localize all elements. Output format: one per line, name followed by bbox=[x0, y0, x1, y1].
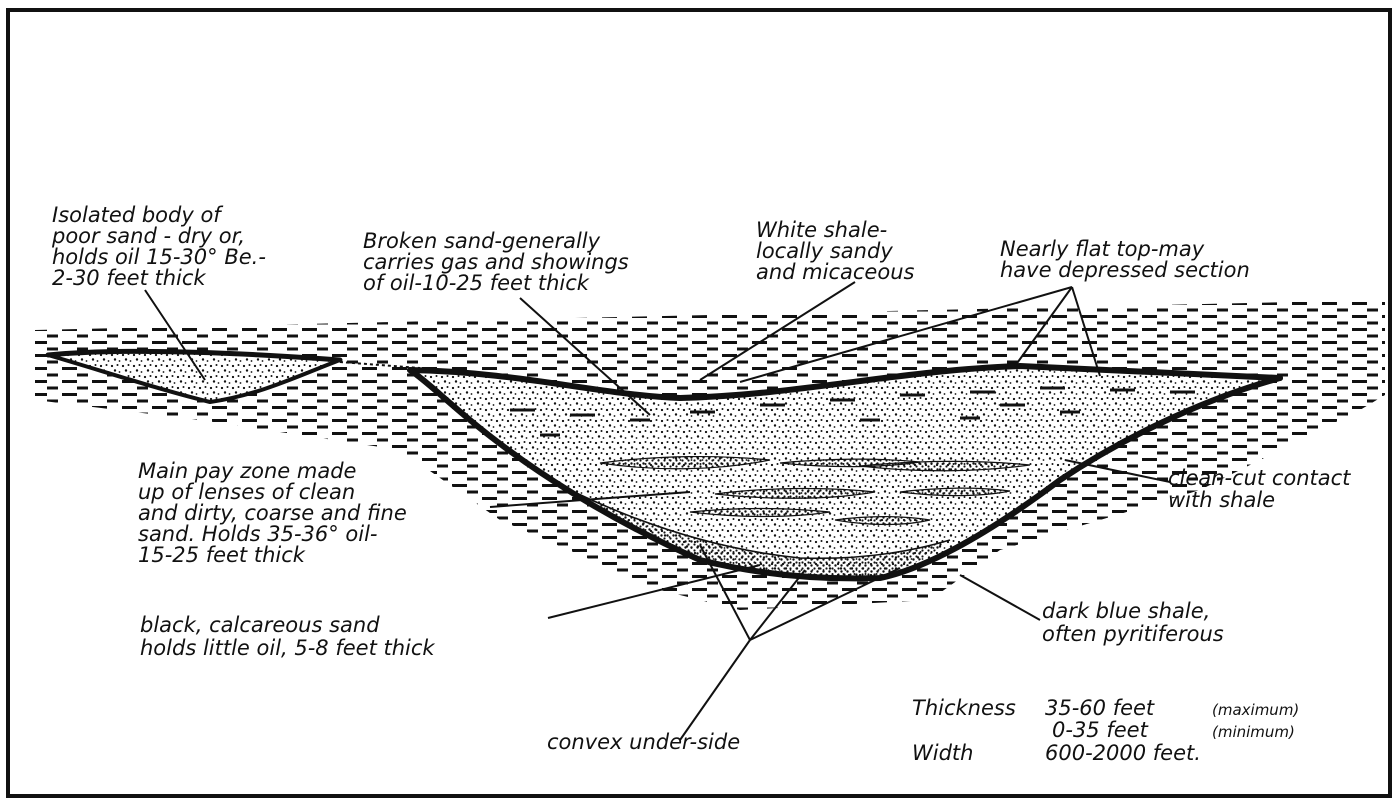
sand-lens-3 bbox=[859, 460, 1031, 472]
label-black-sand-line: black, calcareous sand bbox=[140, 613, 380, 637]
thickness-min-note: (minimum) bbox=[1212, 723, 1295, 741]
sand-lens-1 bbox=[599, 455, 771, 470]
leader-flat-top-2 bbox=[1014, 286, 1073, 367]
label-main-pay-line: and dirty, coarse and fine bbox=[138, 501, 407, 525]
broken-sand-dashes bbox=[510, 386, 1195, 437]
label-isolated-body: Isolated body of poor sand - dry or, hol… bbox=[51, 203, 273, 290]
label-broken-sand-line: carries gas and showings bbox=[363, 250, 629, 274]
sand-lens-7 bbox=[834, 516, 931, 526]
label-main-pay-line: Main pay zone made bbox=[138, 459, 356, 483]
thickness-label: Thickness bbox=[912, 696, 1016, 720]
sand-lens-5 bbox=[899, 487, 1011, 497]
label-isolated-body-line: Isolated body of bbox=[52, 203, 224, 227]
label-black-sand-line: holds little oil, 5-8 feet thick bbox=[140, 636, 435, 660]
leader-clean-cut bbox=[1064, 459, 1171, 483]
isolated-sand-fill bbox=[48, 351, 340, 402]
label-broken-sand-line: of oil-10-25 feet thick bbox=[363, 271, 590, 295]
label-flat-top: Nearly flat top-may have depressed secti… bbox=[1000, 237, 1250, 282]
label-isolated-body-line: holds oil 15-30° Be.- bbox=[52, 245, 266, 269]
leader-convex-2 bbox=[749, 569, 806, 641]
label-broken-sand-line: Broken sand-generally bbox=[363, 229, 601, 253]
leader-main-pay bbox=[489, 491, 691, 508]
label-dark-blue-line: dark blue shale, bbox=[1042, 599, 1210, 623]
isolated-sand-outline bbox=[45, 348, 343, 363]
lens-base-outline bbox=[407, 367, 1283, 582]
leader-white-shale bbox=[699, 281, 856, 381]
width-label: Width bbox=[912, 741, 973, 765]
label-clean-cut-line: clean-cut contact bbox=[1168, 466, 1351, 490]
label-clean-cut: clean-cut contact with shale bbox=[1168, 466, 1357, 512]
leader-isolated-body bbox=[144, 289, 206, 381]
isolated-sand-base bbox=[46, 353, 342, 404]
lens-top-outline bbox=[407, 363, 1283, 401]
label-isolated-body-line: poor sand - dry or, bbox=[51, 224, 245, 248]
leader-convex-1 bbox=[699, 544, 751, 641]
label-dark-blue: dark blue shale, often pyritiferous bbox=[1042, 599, 1224, 646]
pay-zone-lenses bbox=[599, 455, 1031, 526]
leader-flat-top-3 bbox=[1071, 286, 1101, 377]
label-broken-sand: Broken sand-generally carries gas and sh… bbox=[363, 229, 635, 295]
main-sand-lens-dots bbox=[410, 366, 1280, 579]
leader-flat-top-1 bbox=[739, 286, 1073, 383]
leader-lines bbox=[144, 281, 1171, 741]
label-main-pay: Main pay zone made up of lenses of clean… bbox=[138, 459, 413, 567]
label-flat-top-line: Nearly flat top-may bbox=[1000, 237, 1205, 261]
calcareous-sand-top bbox=[559, 484, 951, 560]
label-main-pay-line: 15-25 feet thick bbox=[138, 543, 306, 567]
label-clean-cut-line: with shale bbox=[1168, 488, 1275, 512]
sand-lens-6 bbox=[689, 508, 831, 518]
sand-lens-4 bbox=[714, 487, 876, 499]
label-white-shale-line: and micaceous bbox=[756, 260, 915, 284]
label-white-shale-line: White shale- bbox=[756, 218, 887, 242]
thickness-max-note: (maximum) bbox=[1212, 701, 1299, 719]
leader-convex-4 bbox=[679, 639, 751, 741]
label-dark-blue-line: often pyritiferous bbox=[1042, 622, 1224, 646]
leader-dark-blue bbox=[959, 574, 1041, 621]
label-main-pay-line: up of lenses of clean bbox=[138, 480, 355, 504]
label-white-shale-line: locally sandy bbox=[756, 239, 893, 263]
width-value: 600-2000 feet. bbox=[1045, 741, 1201, 765]
sand-stringer bbox=[339, 361, 421, 369]
thickness-max-value: 35-60 feet bbox=[1045, 696, 1155, 720]
figure-border bbox=[6, 8, 1392, 798]
thickness-min-value: 0-35 feet bbox=[1052, 718, 1149, 742]
leader-convex-3 bbox=[749, 567, 901, 641]
leader-black-sand bbox=[547, 564, 761, 619]
label-black-sand: black, calcareous sand holds little oil,… bbox=[140, 613, 435, 660]
label-main-pay-line: sand. Holds 35-36° oil- bbox=[138, 522, 378, 546]
calcareous-sand-layer bbox=[560, 485, 950, 579]
label-isolated-body-line: 2-30 feet thick bbox=[52, 266, 206, 290]
label-convex: convex under-side bbox=[547, 730, 740, 754]
label-flat-top-line: have depressed section bbox=[1000, 258, 1250, 282]
leader-broken-sand bbox=[519, 297, 651, 416]
label-white-shale: White shale- locally sandy and micaceous bbox=[756, 218, 915, 284]
